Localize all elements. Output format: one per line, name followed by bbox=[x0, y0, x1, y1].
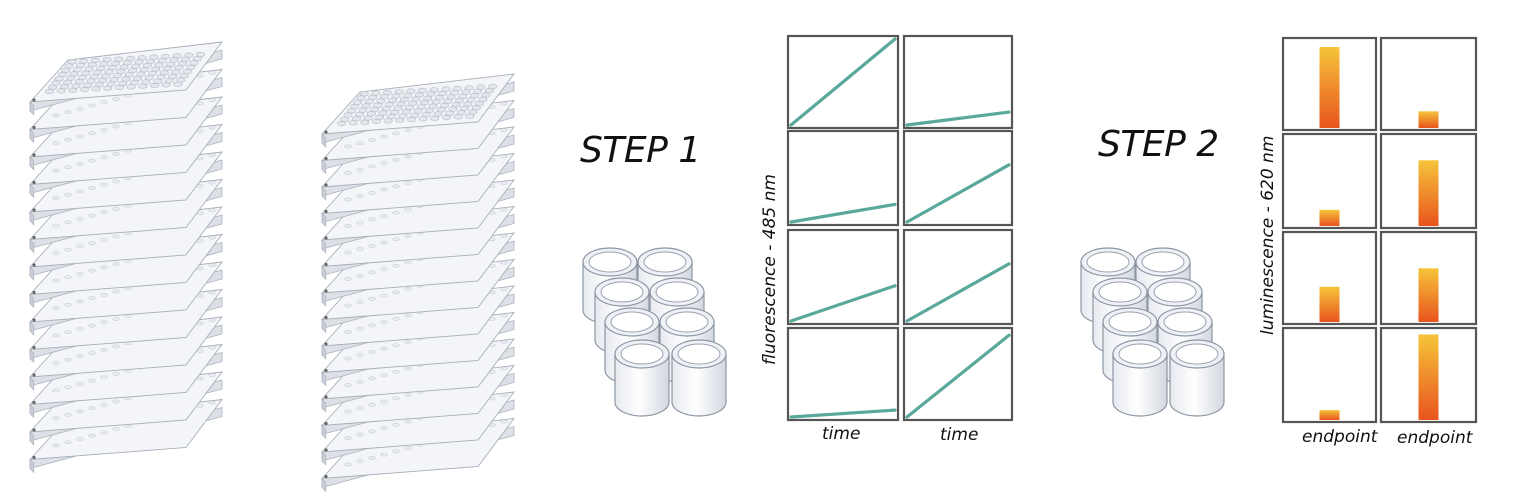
microplate-stack-left bbox=[28, 41, 223, 474]
step-2-label: STEP 2 bbox=[1098, 124, 1219, 165]
kinetic-series-line bbox=[905, 163, 1011, 224]
kinetic-series-line bbox=[789, 284, 897, 323]
kinetic-panel-frame bbox=[902, 228, 1014, 326]
microplate bbox=[320, 73, 515, 148]
endpoint-bar bbox=[1418, 111, 1439, 128]
kinetic-x-label-2: time bbox=[940, 425, 979, 445]
endpoint-panel-frame bbox=[1281, 326, 1378, 424]
detector-cylinder bbox=[614, 339, 670, 417]
endpoint-bar bbox=[1319, 47, 1340, 128]
kinetic-series-line bbox=[905, 333, 1011, 419]
fluorescence-axis-label: fluorescence - 485 nm bbox=[760, 174, 780, 365]
detector-cylinder bbox=[671, 339, 727, 417]
kinetic-series-line bbox=[789, 37, 897, 127]
step-1-label: STEP 1 bbox=[580, 130, 701, 171]
kinetic-panel-frame bbox=[786, 326, 900, 422]
microplate-stack-right bbox=[320, 73, 515, 493]
endpoint-bar bbox=[1319, 286, 1340, 322]
endpoint-bar bbox=[1319, 209, 1340, 226]
detector-cylinder bbox=[1112, 339, 1168, 417]
endpoint-x-label-1: endpoint bbox=[1302, 427, 1378, 447]
detector-cylinders-step1 bbox=[582, 247, 727, 417]
endpoint-bar bbox=[1418, 334, 1439, 420]
endpoint-bar-chart-grid bbox=[1281, 36, 1478, 424]
kinetic-series-line bbox=[905, 262, 1011, 323]
kinetic-line-chart-grid bbox=[786, 34, 1014, 422]
luminescence-axis-label: luminescence - 620 nm bbox=[1258, 135, 1278, 335]
endpoint-bar bbox=[1418, 268, 1439, 322]
endpoint-x-label-2: endpoint bbox=[1397, 428, 1473, 448]
kinetic-series-line bbox=[905, 110, 1011, 127]
kinetic-panel-frame bbox=[786, 228, 900, 326]
endpoint-bar bbox=[1418, 160, 1439, 226]
detector-cylinder bbox=[1169, 339, 1225, 417]
kinetic-panel-frame bbox=[902, 129, 1014, 227]
kinetic-series-line bbox=[789, 202, 897, 224]
kinetic-series-line bbox=[789, 408, 897, 419]
endpoint-bar bbox=[1319, 410, 1340, 420]
kinetic-x-label-1: time bbox=[822, 424, 861, 444]
microplate bbox=[28, 41, 223, 116]
kinetic-panel-frame bbox=[786, 129, 900, 227]
detector-cylinders-step2 bbox=[1080, 247, 1225, 417]
